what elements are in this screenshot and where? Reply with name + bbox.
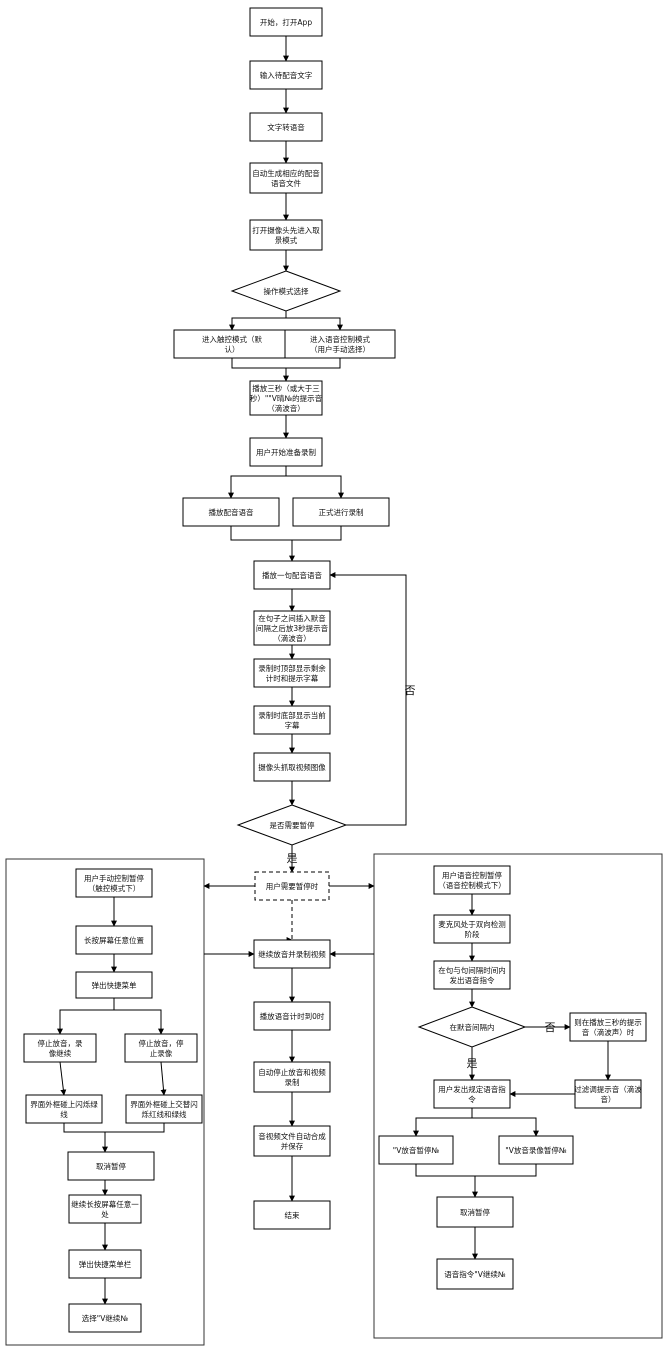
node-label: 用户需要暂停时	[266, 881, 319, 891]
node-label: 正式进行录制	[319, 507, 364, 517]
node-merge-save: 音视频文件自动合成并保存	[254, 1126, 330, 1156]
edge-flash-merge	[64, 1123, 164, 1132]
node-label: 弹出快捷菜单栏	[79, 1259, 132, 1269]
node-label: 播放配音语音	[209, 507, 254, 517]
node-label: 在默音间隔内	[450, 1022, 495, 1032]
node-L-flash-green: 界面外框碰上闪烁绿线	[26, 1095, 102, 1123]
node-R-pause-play: "Ⅴ放音暂停№	[379, 1136, 453, 1164]
node-R-issue-cmd: 在句与句间隔时间内发出语音指令	[434, 961, 510, 989]
label-silence-yes: 是	[467, 1057, 478, 1070]
node-capture: 摄像头抓取视频图像	[254, 753, 330, 781]
node-label: 选择"Ⅴ继续№	[82, 1313, 129, 1323]
node-user-pause: 用户需要暂停时	[255, 872, 329, 900]
node-label: 操作模式选择	[264, 286, 309, 296]
process-shape	[250, 163, 322, 193]
node-L-select-continue: 选择"Ⅴ继续№	[69, 1304, 141, 1332]
node-L-stop-both: 停止放音，停止录像	[125, 1034, 197, 1062]
node-label: 用户开始准备录制	[256, 447, 316, 457]
node-label: 播放一句配音语音	[262, 570, 322, 580]
process-shape	[254, 1126, 330, 1156]
node-touch-mode: 进入触控模式（默认）	[174, 330, 290, 358]
node-R-filter: 过滤调提示音（滴波音）	[574, 1080, 642, 1108]
node-L-long-press2: 继续长按屏幕任意一处	[69, 1195, 141, 1223]
node-R-voice-continue: 语音指令"Ⅴ继续№	[437, 1259, 513, 1289]
node-mode-select: 操作模式选择	[232, 271, 340, 311]
node-label: 弹出快捷菜单	[92, 980, 137, 990]
node-need-pause: 是否需要暂停	[238, 805, 346, 845]
node-voice-mode: 进入语音控制模式（用户手动选择）	[285, 330, 395, 358]
node-label: 开始，打开App	[260, 17, 312, 27]
edge-voice-beep	[286, 358, 340, 368]
node-continue-play: 继续放音并录制视频	[254, 940, 330, 968]
node-R-pause-both: "Ⅴ放音录像暂停№	[499, 1136, 573, 1164]
node-label: 摄像头抓取视频图像	[258, 762, 326, 772]
node-camera: 打开摄像头先进入取景模式	[250, 220, 322, 250]
edge-pause-merge	[416, 1164, 536, 1176]
node-start: 开始，打开App	[250, 8, 322, 36]
node-label: 语音指令"Ⅴ继续№	[444, 1269, 506, 1279]
node-play-dub: 播放配音语音	[183, 498, 279, 526]
node-label: 取消暂停	[460, 1207, 490, 1217]
node-label: 结束	[285, 1210, 300, 1220]
node-prepare: 用户开始准备录制	[250, 438, 322, 466]
node-R-mic: 麦克风处于双向检测阶段	[434, 915, 510, 943]
node-tts: 文字转语音	[250, 113, 322, 141]
node-L-quick-menu: 弹出快捷菜单	[76, 972, 152, 998]
node-label: 继续放音并录制视频	[258, 949, 326, 959]
edge-cmd-both	[472, 1118, 536, 1136]
node-insert-silence: 在句子之间插入默音间隔之后放3秒提示音（滴波音）	[254, 611, 330, 645]
node-label: 输入待配音文字	[260, 70, 313, 80]
node-label: "Ⅴ放音录像暂停№	[505, 1145, 567, 1155]
node-R-user-cmd: 用户发出规定语音指令	[434, 1080, 510, 1108]
node-R-in-silence: 在默音间隔内	[419, 1007, 525, 1047]
node-R-finish-beep: 则在播放三秒的提示音（滴波声）时	[570, 1013, 646, 1041]
edge-menu-both	[114, 1010, 161, 1034]
edge-L_stop_keep-L_flash_green	[60, 1062, 64, 1095]
node-end: 结束	[254, 1201, 330, 1229]
edge-merge-bottom	[231, 526, 341, 540]
process-shape	[254, 1062, 330, 1092]
node-bottom-subtitle: 录制时底部显示当前字幕	[254, 706, 330, 734]
node-R-cancel: 取消暂停	[437, 1197, 513, 1227]
node-L-cancel: 取消暂停	[68, 1152, 154, 1180]
process-shape	[250, 220, 322, 250]
node-L-quick-menu2: 弹出快捷菜单栏	[69, 1250, 141, 1278]
label-yes-down: 是	[287, 852, 298, 865]
label-no-loop: 否	[405, 684, 416, 697]
node-gen-file: 自动生成相应的配音语音文件	[250, 163, 322, 193]
node-label: 是否需要暂停	[270, 820, 315, 830]
node-record: 正式进行录制	[293, 498, 389, 526]
node-L-long-press: 长按屏幕任意位置	[76, 926, 152, 954]
edge-L_stop_both-L_flash_red_green	[161, 1062, 164, 1095]
node-L-stop-keep: 停止放音，录像继续	[24, 1034, 96, 1062]
node-label: 文字转语音	[267, 122, 305, 132]
node-beep: 播放三秒（或大于三秒）"​"Ⅴ​晴№的提示音（滴波音）	[250, 381, 323, 415]
node-play-sentence: 播放一句配音语音	[254, 561, 330, 589]
edge-menu-keep	[60, 998, 114, 1034]
edge-cmd-play	[416, 1108, 472, 1136]
edge-prepare-record	[286, 476, 341, 498]
node-top-countdown: 录制时顶部显示剩余计时和提示字幕	[254, 659, 330, 687]
node-label: 取消暂停	[96, 1161, 126, 1171]
edge-touch-beep	[232, 358, 286, 381]
node-input-text: 输入待配音文字	[250, 61, 322, 89]
node-label: 播放语音计时到0时	[260, 1011, 325, 1021]
node-L-flash-red-green: 界面外框碰上交替闪烁红线和绿线	[126, 1095, 202, 1123]
label-silence-no: 否	[545, 1021, 556, 1034]
edge-prepare-play	[231, 466, 286, 498]
node-auto-stop: 自动停止放音和视频录制	[254, 1062, 330, 1092]
node-R-voice-pause: 用户语音控制暂停（语音控制模式下）	[434, 866, 510, 894]
edge-no-loop	[330, 575, 406, 825]
node-L-manual-pause: 用户手动控制暂停（触控模式下）	[76, 869, 152, 897]
edge-mode-touch	[232, 311, 286, 330]
node-countdown-zero: 播放语音计时到0时	[254, 1002, 330, 1030]
edge-mode-voice	[286, 318, 340, 330]
node-label: "Ⅴ放音暂停№	[393, 1145, 440, 1155]
node-label: 长按屏幕任意位置	[84, 935, 144, 945]
